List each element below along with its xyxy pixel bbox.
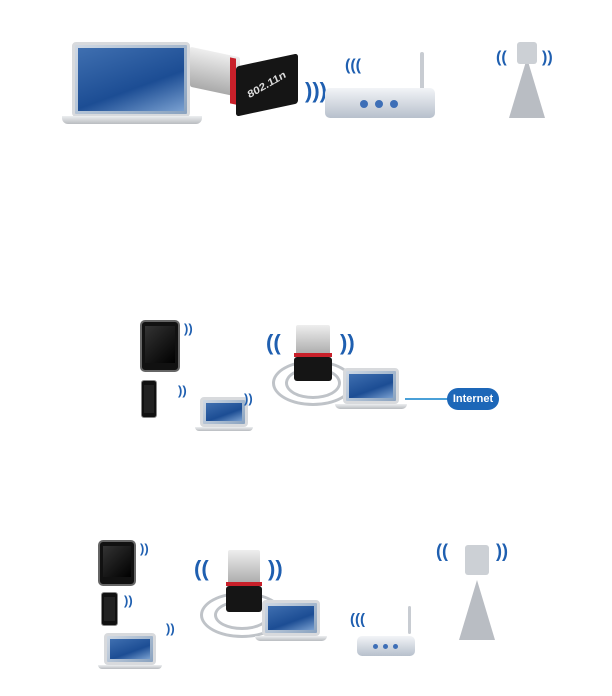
wifi-adapter xyxy=(226,586,262,612)
tablet-icon xyxy=(98,540,136,586)
wifi-signal-icon: (( xyxy=(436,541,448,561)
laptop-base xyxy=(195,427,253,431)
router-antenna xyxy=(420,52,424,92)
tower-head xyxy=(517,42,537,64)
laptop-base xyxy=(62,116,202,124)
wifi-signal-icon: )) xyxy=(244,391,253,406)
usb-plug xyxy=(296,325,330,355)
wifi-signal-icon: )) xyxy=(496,541,508,561)
wifi-signal-icon: (( xyxy=(496,49,507,66)
router-icon xyxy=(357,636,415,656)
wifi-signal-icon: ))) xyxy=(305,78,327,103)
laptop-icon xyxy=(104,633,156,665)
wifi-signal-icon: ((( xyxy=(345,57,361,74)
cloud-label: Internet xyxy=(452,393,494,405)
laptop-icon xyxy=(200,397,248,427)
wifi-adapter: 802.11n xyxy=(236,53,298,117)
connection-line xyxy=(405,398,450,400)
wifi-signal-icon: )) xyxy=(124,593,133,608)
usb-plug xyxy=(228,550,260,584)
cell-tower-icon xyxy=(459,580,495,640)
adapter-label: 802.11n xyxy=(246,69,288,101)
laptop-icon xyxy=(72,42,190,117)
tablet-icon xyxy=(140,320,180,372)
router-antenna xyxy=(408,606,411,634)
wifi-adapter xyxy=(294,357,332,381)
internet-cloud: Internet xyxy=(447,388,499,410)
router-icon xyxy=(325,88,435,118)
laptop-icon xyxy=(262,600,320,636)
laptop-base xyxy=(335,404,407,409)
wifi-signal-icon: )) xyxy=(166,621,175,636)
phone-icon xyxy=(141,380,157,418)
cell-tower-icon xyxy=(509,58,545,118)
wifi-signal-icon: )) xyxy=(268,556,283,581)
usb-accent xyxy=(294,353,332,357)
wifi-signal-icon: )) xyxy=(178,383,187,398)
wifi-signal-icon: )) xyxy=(140,541,149,556)
laptop-base xyxy=(255,636,327,641)
wifi-signal-icon: (( xyxy=(194,556,209,581)
tower-head xyxy=(465,545,489,575)
laptop-base xyxy=(98,665,162,669)
wifi-signal-icon: (( xyxy=(266,330,281,355)
usb-accent xyxy=(226,582,262,586)
wifi-signal-icon: )) xyxy=(542,49,553,66)
phone-icon xyxy=(101,592,118,626)
wifi-signal-icon: )) xyxy=(184,321,193,336)
laptop-icon xyxy=(343,368,399,404)
wifi-signal-icon: ((( xyxy=(350,611,365,628)
wifi-signal-icon: )) xyxy=(340,330,355,355)
